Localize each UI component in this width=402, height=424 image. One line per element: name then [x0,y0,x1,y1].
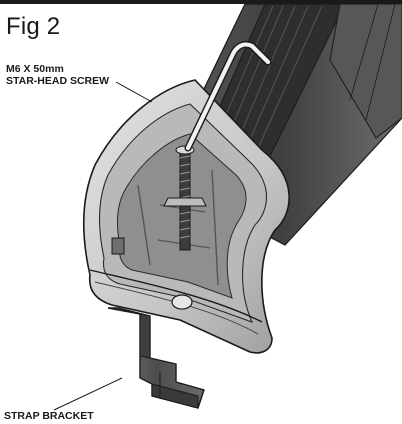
top-rule [0,0,402,4]
screw-callout-line2: STAR-HEAD SCREW [6,75,110,87]
screw-callout-line1: M6 X 50mm [6,63,64,75]
bracket-leader-line [53,377,123,411]
screw-leader-line [115,81,153,103]
figure-label: Fig 2 [6,13,61,40]
strap-bracket [107,307,205,409]
screw-icon [163,145,207,251]
bracket-callout: STRAP BRACKET [4,410,94,422]
allen-key-icon [184,40,272,152]
roof-bar [159,3,402,246]
screw-callout: M6 X 50mm STAR-HEAD SCREW [6,63,109,87]
